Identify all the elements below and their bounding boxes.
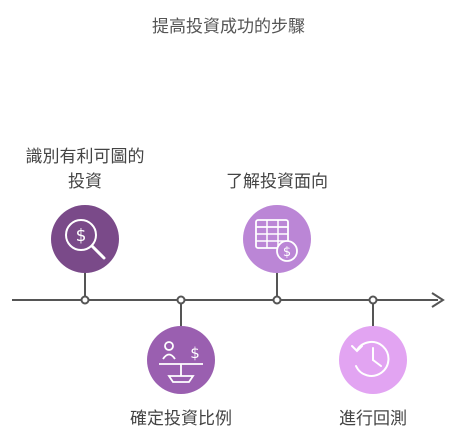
svg-text:$: $ xyxy=(283,245,291,260)
svg-text:$: $ xyxy=(190,344,200,362)
scale-person-dollar-icon: $ xyxy=(159,341,203,383)
timeline-node-1 xyxy=(80,295,90,305)
timeline-node-4 xyxy=(368,295,378,305)
magnifier-dollar-icon: $ xyxy=(65,219,106,260)
svg-text:$: $ xyxy=(76,226,87,246)
step-2-label: 確定投資比例 xyxy=(130,409,232,429)
diagram-title: 提高投資成功的步驟 xyxy=(152,17,305,37)
step-1-circle: $ xyxy=(51,205,119,273)
step-3-circle: $ xyxy=(243,205,311,273)
step-1-label-line2: 投資 xyxy=(68,172,102,192)
step-4-label: 進行回測 xyxy=(339,409,407,429)
step-4-circle xyxy=(339,326,407,394)
step-1-label-line1: 識別有利可圖的 xyxy=(25,147,145,167)
timeline-arrowhead xyxy=(431,292,445,308)
step-1-label: 識別有利可圖的 投資 xyxy=(5,145,165,195)
timeline-node-2 xyxy=(176,295,186,305)
spreadsheet-coin-icon: $ xyxy=(255,219,298,262)
clock-refresh-icon xyxy=(351,340,390,377)
step-2-circle: $ xyxy=(147,326,215,394)
timeline-node-3 xyxy=(272,295,282,305)
step-3-label: 了解投資面向 xyxy=(226,172,328,192)
